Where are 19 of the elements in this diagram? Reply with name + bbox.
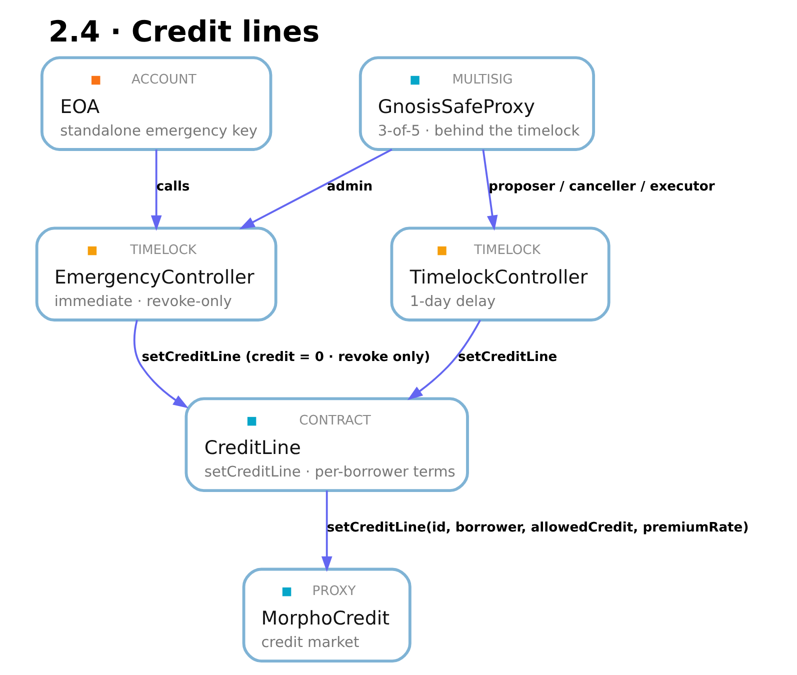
node-box: ACCOUNT EOA standalone emergency key <box>40 56 272 151</box>
edge-label: admin <box>326 180 372 195</box>
node-box: TIMELOCK EmergencyController immediate · revoke-only <box>34 226 277 322</box>
arrow <box>132 320 188 408</box>
arrow <box>406 320 480 400</box>
node-box: CONTRACT CreditLine setCreditLine · per-borrower terms <box>184 397 468 492</box>
arrow <box>320 490 332 572</box>
edge-label: setCreditLine (credit = 0 · revoke only) <box>141 350 430 366</box>
diagram-title: 2.4 · Credit lines <box>48 14 320 49</box>
node-box: MULTISIG GnosisSafeProxy 3-of-5 · behind the timelock <box>358 56 595 151</box>
node-box: TIMELOCK TimelockController 1-day delay <box>390 226 610 322</box>
arrow <box>482 149 498 231</box>
edge-label: proposer / canceller / executor <box>488 180 714 195</box>
edge-label: setCreditLine(id, borrower, allowedCredit, premiumRate) <box>326 520 748 536</box>
edge-label: setCreditLine <box>458 350 557 366</box>
arrow <box>238 148 392 230</box>
node-box: PROXY MorphoCredit credit market <box>242 568 411 662</box>
edge-label: calls <box>156 180 190 195</box>
arrow <box>150 150 162 231</box>
